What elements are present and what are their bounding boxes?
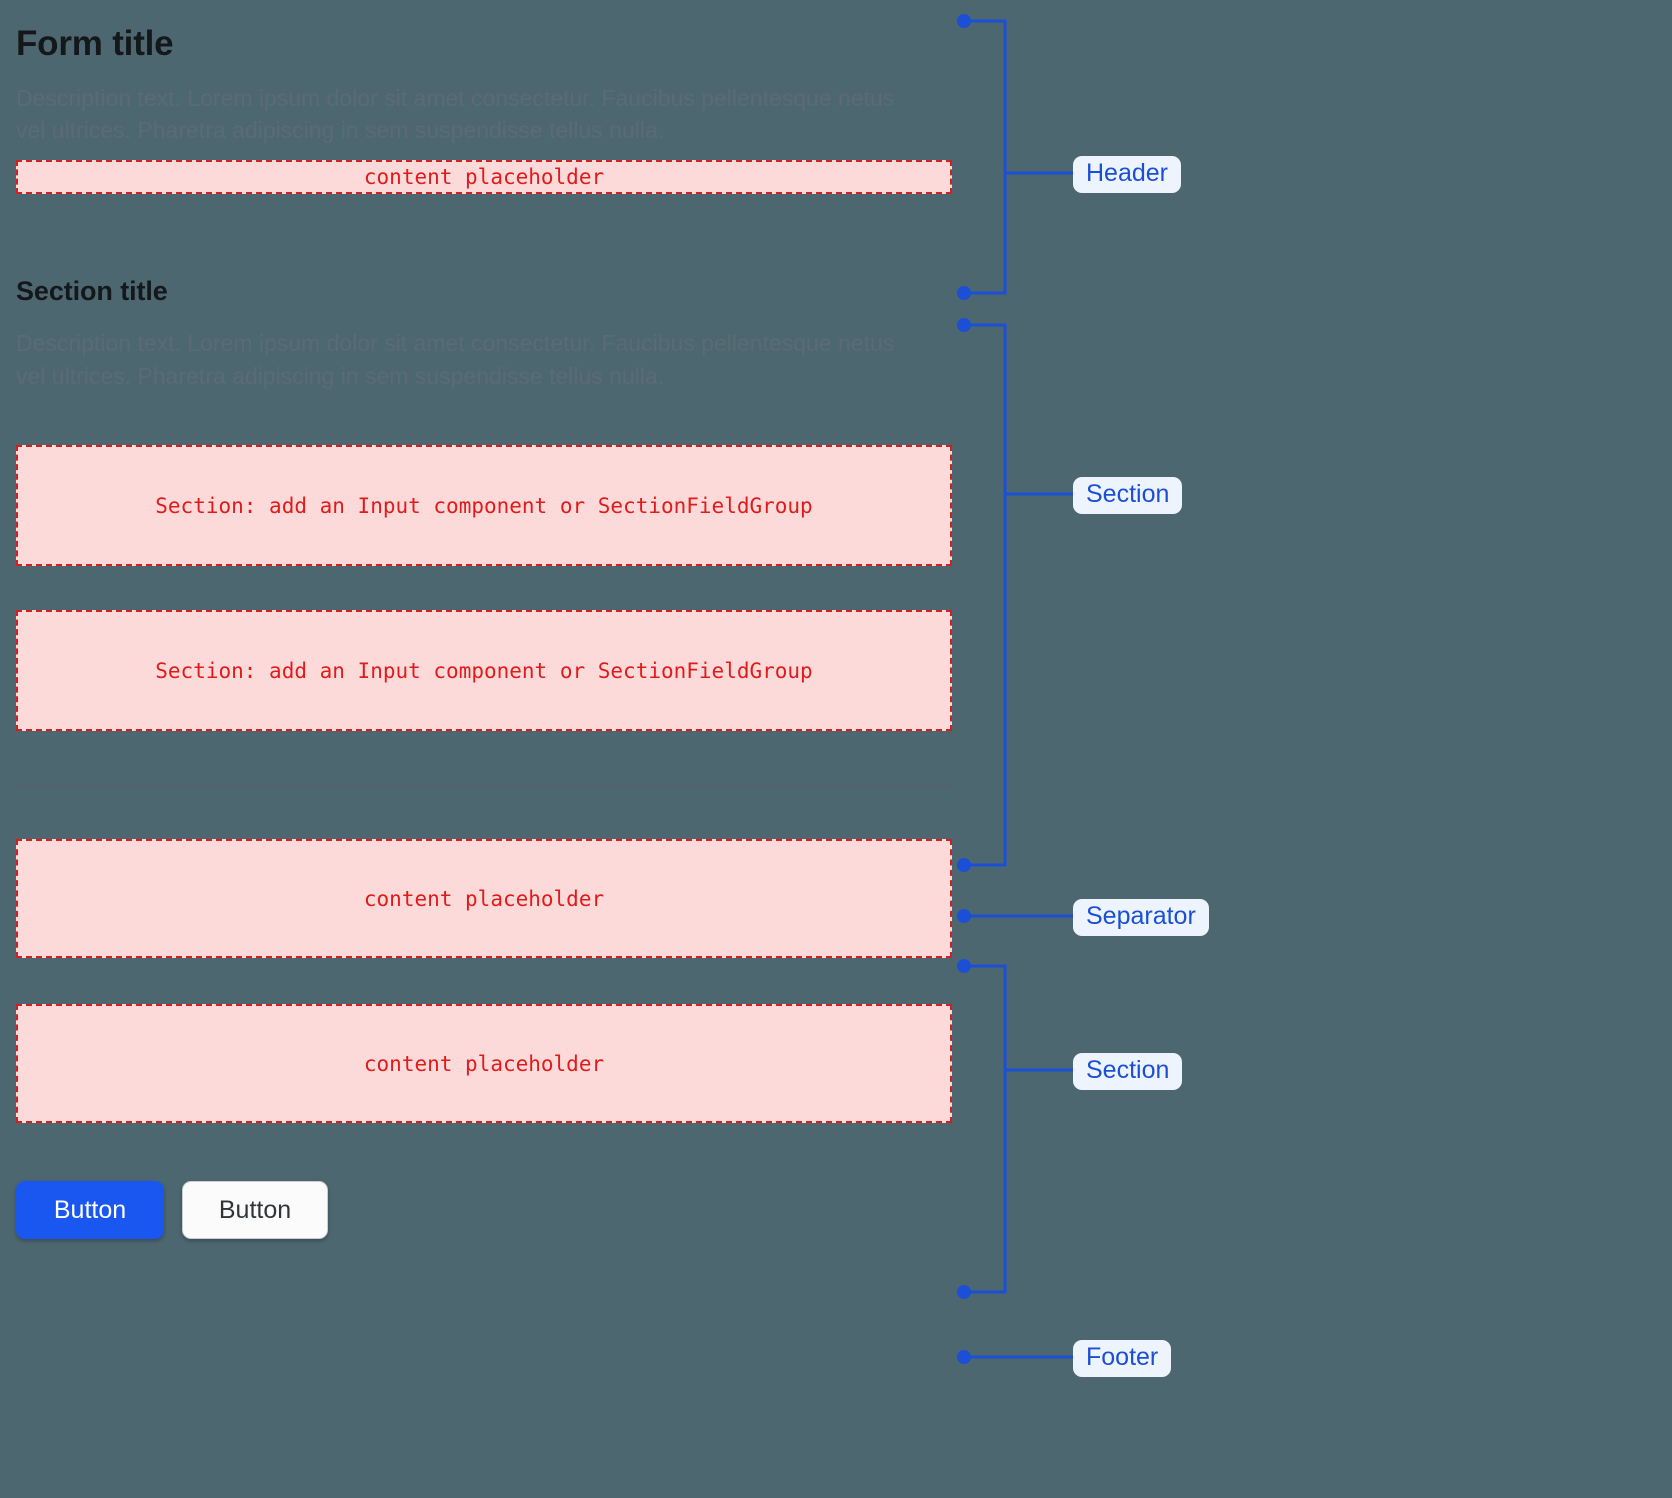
anchor-dot (957, 1285, 971, 1299)
lower-content-placeholder-2: content placeholder (16, 1004, 952, 1124)
form-container: Form title Description text. Lorem ipsum… (16, 0, 952, 1240)
annotation-badge-footer: Footer (1073, 1340, 1172, 1377)
anchor-dot (957, 909, 971, 923)
section-title: Section title (16, 276, 168, 307)
anchor-dot (957, 286, 971, 300)
footer-actions: Button Button (16, 1181, 952, 1240)
section-field-placeholder-1: Section: add an Input component or Secti… (16, 445, 952, 567)
header-description: Description text. Lorem ipsum dolor sit … (16, 84, 895, 144)
anchor-dot (957, 318, 971, 332)
anchor-dot (957, 858, 971, 872)
section-description: Description text. Lorem ipsum dolor sit … (16, 330, 895, 389)
annotation-badge-header: Header (1073, 156, 1181, 193)
anchor-dot (957, 959, 971, 973)
annotation-badge-section-lower: Section (1073, 1053, 1183, 1090)
separator (16, 784, 952, 787)
anchor-dot (957, 1350, 971, 1364)
section-field-placeholder-2: Section: add an Input component or Secti… (16, 610, 952, 732)
annotation-badge-section-upper: Section (1073, 477, 1183, 514)
lower-content-placeholder-1: content placeholder (16, 839, 952, 959)
annotation-badge-separator: Separator (1073, 899, 1209, 936)
anchor-dot (957, 14, 971, 28)
secondary-button[interactable]: Button (182, 1181, 328, 1240)
header-content-placeholder: content placeholder (16, 160, 952, 195)
page-title: Form title (16, 24, 174, 63)
primary-button[interactable]: Button (16, 1181, 164, 1240)
